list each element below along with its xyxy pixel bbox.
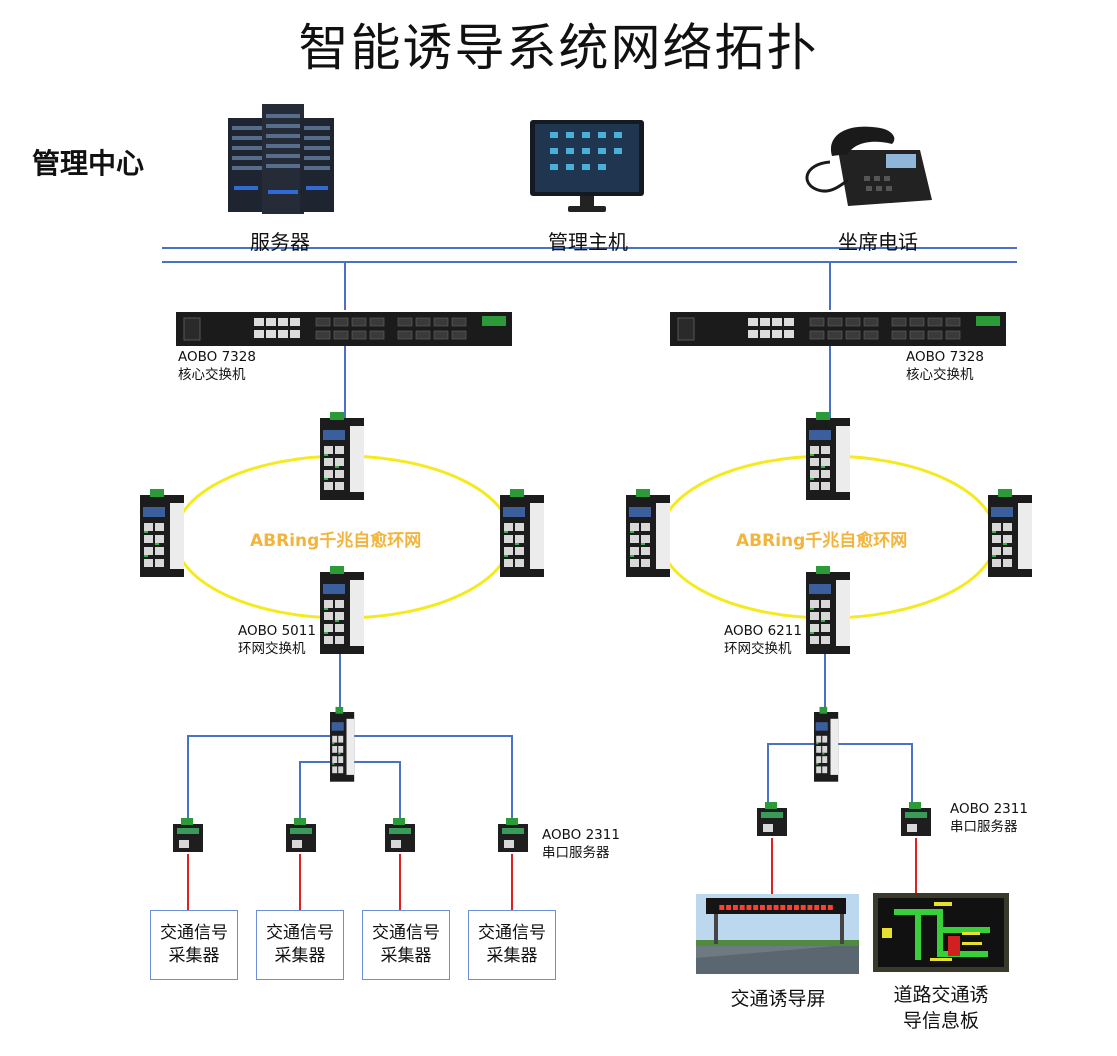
- desk-phone-icon: [805, 126, 932, 206]
- ring-left-label: ABRing千兆自愈环网: [250, 531, 422, 551]
- management-host-label: 管理主机: [548, 230, 628, 254]
- core-switch-right-role: 核心交换机: [906, 367, 974, 383]
- access-switch-left: [330, 706, 355, 782]
- serial-server-right-model: AOBO 2311: [950, 801, 1028, 817]
- traffic-signal-collector-1: 交通信号采集器: [150, 910, 238, 980]
- serial-server-left-caption: AOBO 2311 串口服务器: [542, 826, 620, 862]
- collector-1-line2: 采集器: [168, 946, 220, 966]
- ring-switch-right-top: [806, 412, 850, 500]
- serial-server-right-role: 串口服务器: [950, 819, 1018, 835]
- serial-server-6: [901, 802, 931, 836]
- ring-switch-left-model: AOBO 5011: [238, 623, 316, 639]
- access-tree-left: [187, 735, 513, 822]
- core-switch-right-caption: AOBO 7328 核心交换机: [906, 348, 984, 384]
- serial-links: [187, 838, 917, 910]
- collector-3-line1: 交通信号: [372, 923, 440, 943]
- core-switch-left-caption: AOBO 7328 核心交换机: [178, 348, 256, 384]
- ring-switch-left-east: [500, 489, 544, 577]
- ring-switch-right-east: [988, 489, 1032, 577]
- serial-server-right-caption: AOBO 2311 串口服务器: [950, 800, 1028, 836]
- collector-2-line2: 采集器: [274, 946, 326, 966]
- collector-4-line1: 交通信号: [478, 923, 546, 943]
- core-switch-right: [669, 311, 1007, 347]
- server-icon: [228, 104, 334, 214]
- serial-server-4: [498, 818, 528, 852]
- road-info-board-image: [873, 893, 1009, 972]
- ring-switch-left-caption: AOBO 5011 环网交换机: [238, 622, 316, 658]
- ring-switch-left-bottom: [320, 566, 364, 654]
- svg-text:▪▪▪▪▪▪▪▪▪▪▪▪▪▪▪▪▪: ▪▪▪▪▪▪▪▪▪▪▪▪▪▪▪▪▪: [718, 902, 833, 913]
- serial-server-3: [385, 818, 415, 852]
- road-info-board-line1: 道路交通诱: [893, 984, 989, 1006]
- ring-switch-left-role: 环网交换机: [238, 641, 306, 657]
- monitor-icon: [530, 120, 644, 212]
- server-label: 服务器: [250, 230, 310, 254]
- traffic-signal-collector-4: 交通信号采集器: [468, 910, 556, 980]
- guidance-screen-label: 交通诱导屏: [730, 988, 826, 1010]
- access-tree-right: [767, 743, 913, 806]
- core-switch-right-model: AOBO 7328: [906, 349, 984, 365]
- ring-switch-right-model: AOBO 6211: [724, 623, 802, 639]
- serial-server-left-model: AOBO 2311: [542, 827, 620, 843]
- road-info-board-line2: 导信息板: [902, 1010, 979, 1032]
- guidance-screen-image: ▪▪▪▪▪▪▪▪▪▪▪▪▪▪▪▪▪: [696, 894, 859, 974]
- seat-phone-label: 坐席电话: [838, 230, 918, 254]
- ring-switch-left-west: [140, 489, 184, 577]
- ring-switch-right-bottom: [806, 566, 850, 654]
- ring-right-label: ABRing千兆自愈环网: [736, 531, 908, 551]
- access-switch-right: [814, 706, 839, 782]
- traffic-signal-collector-2: 交通信号采集器: [256, 910, 344, 980]
- traffic-signal-collector-3: 交通信号采集器: [362, 910, 450, 980]
- ring-switch-right-west: [626, 489, 670, 577]
- serial-server-2: [286, 818, 316, 852]
- collector-4-line2: 采集器: [486, 946, 538, 966]
- collector-1-line1: 交通信号: [160, 923, 228, 943]
- diagram-title: 智能诱导系统网络拓扑: [298, 19, 819, 77]
- collector-2-line1: 交通信号: [266, 923, 334, 943]
- serial-server-left-role: 串口服务器: [542, 845, 610, 861]
- serial-server-1: [173, 818, 203, 852]
- core-switch-left-role: 核心交换机: [178, 367, 246, 383]
- ring-switch-right-role: 环网交换机: [724, 641, 792, 657]
- core-switch-left-model: AOBO 7328: [178, 349, 256, 365]
- core-switch-left: [175, 311, 513, 347]
- ring-switch-left-top: [320, 412, 364, 500]
- management-center-label: 管理中心: [32, 147, 145, 180]
- collector-3-line2: 采集器: [380, 946, 432, 966]
- road-info-board-caption: 道路交通诱 导信息板: [866, 982, 1016, 1034]
- ring-switch-right-caption: AOBO 6211 环网交换机: [724, 622, 802, 658]
- serial-server-5: [757, 802, 787, 836]
